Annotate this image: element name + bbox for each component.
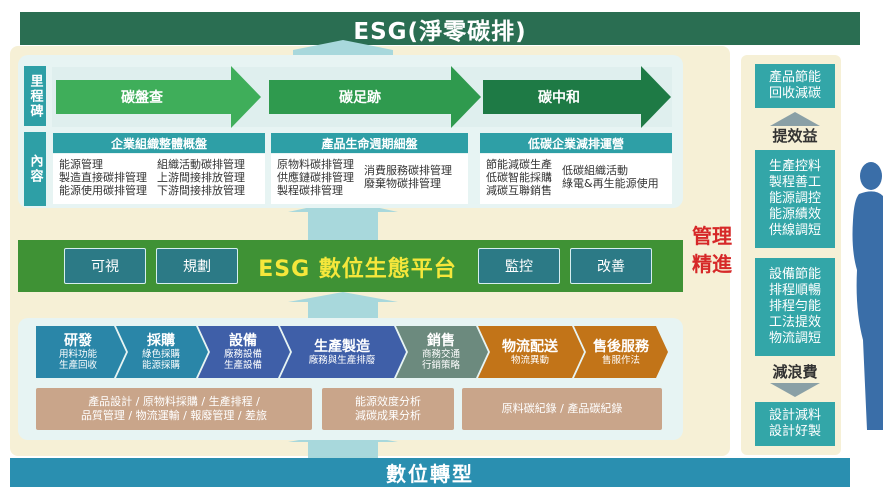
chain-manufacturing: 生產製造廠務與生產排廢 <box>308 338 376 366</box>
platform-visualize-button[interactable]: 可視 <box>64 248 146 284</box>
chain-after-sales: 售後服務售服作法 <box>593 338 649 366</box>
right-box-equipment: 設備節能排程順暢排程勻能工法提效物流調短 <box>755 258 835 356</box>
esg-banner: ESG(淨零碳排) <box>20 12 860 45</box>
right-box-energy: 產品節能回收減碳 <box>755 64 835 108</box>
tan-box-operations: 產品設計 / 原物料採購 / 生產排程 /品質管理 / 物流運輸 / 報廢管理 … <box>36 388 312 430</box>
platform-title: ESG 數位生態平台 <box>258 257 457 282</box>
milestone-carbon-footprint: 碳足跡 <box>339 90 381 106</box>
milestone-carbon-neutral: 碳中和 <box>538 90 580 106</box>
chain-procurement: 採購綠色採購能源採購 <box>141 333 180 371</box>
waste-label: 減浪費 <box>772 362 818 381</box>
section-body-2: 原物料碳排管理供應鏈碳排管理製程碳排管理消費服務碳排管理廢棄物碳排管理 <box>271 154 468 204</box>
chain-logistics: 物流配送物流異動 <box>502 338 558 366</box>
tan-box-records: 原料碳紀錄 / 產品碳紀錄 <box>462 388 662 430</box>
milestone-arrow-shapes <box>56 66 671 128</box>
right-box-design: 設計減料設計好製 <box>755 402 835 446</box>
person-silhouette-icon <box>852 162 883 430</box>
benefit-arrow-icon <box>770 112 820 126</box>
section-head-3: 低碳企業減排運營 <box>480 133 672 153</box>
tan-box-analysis: 能源效度分析減碳成果分析 <box>322 388 454 430</box>
value-chain-chevrons <box>36 326 668 378</box>
benefit-label: 提效益 <box>772 126 818 145</box>
management-improvement-label: 管理精進 <box>692 224 732 276</box>
section-head-1: 企業組織整體概盤 <box>53 133 265 153</box>
platform-monitor-button[interactable]: 監控 <box>478 248 560 284</box>
chain-sales: 銷售商務交通行銷策略 <box>421 333 460 371</box>
milestone-carbon-inventory: 碳盤查 <box>121 90 163 106</box>
top-decoration <box>0 0 883 12</box>
section-head-2: 產品生命週期細盤 <box>271 133 468 153</box>
section-body-3: 節能減碳生產低碳智能採購減碳互聯銷售低碳組織活動綠電&再生能源使用 <box>480 154 672 204</box>
right-box-production: 生產控料製程善工能源調控能源績效供線調短 <box>755 150 835 248</box>
milestone-tab: 里程碑 <box>24 66 46 126</box>
content-tab: 內容 <box>24 132 46 206</box>
waste-arrow-icon <box>770 383 820 397</box>
platform-plan-button[interactable]: 規劃 <box>156 248 238 284</box>
chain-rnd: 研發用料功能生產回收 <box>58 333 97 371</box>
section-body-1: 能源管理製造直接碳排管理能源使用碳排管理組織活動碳排管理上游間接排放管理下游間接… <box>53 154 265 204</box>
chain-equipment: 設備廠務設備生產設備 <box>223 333 262 371</box>
platform-improve-button[interactable]: 改善 <box>570 248 652 284</box>
digital-transformation-banner: 數位轉型 <box>10 458 850 487</box>
